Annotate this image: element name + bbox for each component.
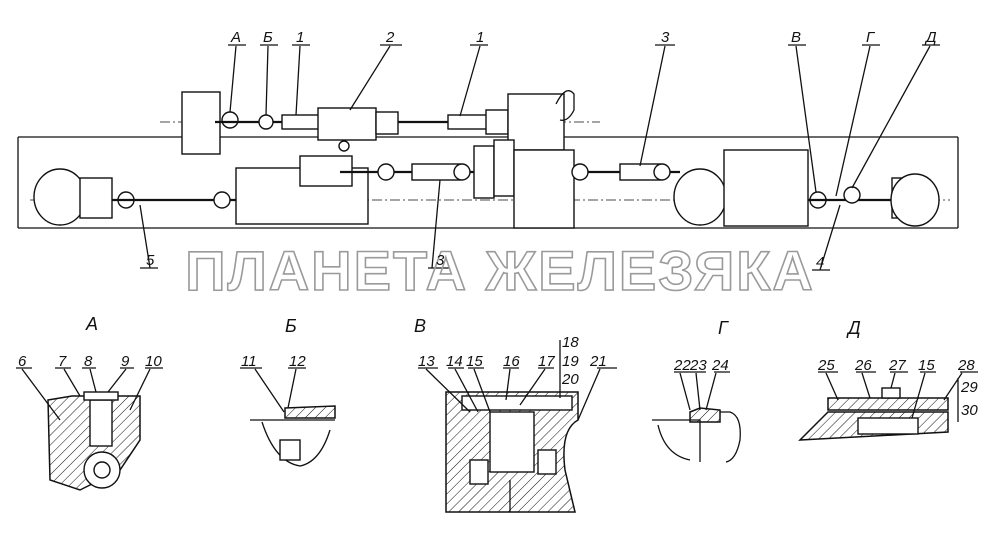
- callout-20: 20: [561, 371, 579, 388]
- callout-22: 22: [673, 357, 691, 374]
- callout-21: 21: [589, 353, 607, 370]
- main-view-labels: А Б 1 2 1 3 В Г Д 5 3 4: [146, 29, 937, 271]
- callout-11: 11: [241, 353, 257, 370]
- callout-27: 27: [888, 357, 906, 374]
- label-part-3: 3: [661, 29, 670, 46]
- callout-23: 23: [689, 357, 707, 374]
- callout-18: 18: [562, 334, 579, 351]
- label-view-g: Г: [866, 29, 876, 46]
- label-view-d: Д: [924, 29, 937, 46]
- label-part-2: 2: [385, 29, 395, 46]
- callout-12: 12: [289, 353, 306, 370]
- lower-driveline: [33, 139, 940, 229]
- detail-a: А 6 7 8 9 10: [16, 314, 163, 491]
- callout-28: 28: [957, 357, 975, 374]
- label-view-a: А: [230, 29, 241, 46]
- label-view-b: Б: [263, 29, 273, 46]
- detail-a-title: А: [85, 314, 98, 334]
- callout-13: 13: [418, 353, 435, 370]
- detail-b-title: Б: [285, 316, 297, 336]
- detail-b: Б 11 12: [240, 316, 336, 467]
- callout-10: 10: [145, 353, 162, 370]
- upper-driveline: [181, 90, 575, 155]
- detail-d: Д 25 26 27 15 28 29 30: [798, 318, 978, 441]
- callout-16: 16: [503, 353, 520, 370]
- detail-g-title: Г: [718, 318, 729, 338]
- callout-7: 7: [58, 353, 67, 370]
- callout-19: 19: [562, 353, 579, 370]
- callout-8: 8: [84, 353, 93, 370]
- callout-17: 17: [538, 353, 555, 370]
- callout-6: 6: [18, 353, 27, 370]
- callout-14: 14: [446, 353, 463, 370]
- callout-30: 30: [961, 402, 978, 419]
- callout-9: 9: [121, 353, 130, 370]
- detail-v-title: В: [414, 316, 426, 336]
- label-part-4: 4: [816, 254, 824, 271]
- label-part-1b: 1: [476, 29, 484, 46]
- callout-26: 26: [854, 357, 872, 374]
- label-view-v: В: [791, 29, 801, 46]
- callout-25: 25: [817, 357, 835, 374]
- callout-24: 24: [711, 357, 729, 374]
- detail-v: В 13 14 15 16 17 18 19 20 21: [414, 316, 617, 513]
- watermark: ПЛАНЕТА ЖЕЛЕЗЯКА: [185, 239, 815, 302]
- detail-d-title: Д: [846, 318, 861, 338]
- label-part-1: 1: [296, 29, 304, 46]
- label-part-3b: 3: [436, 252, 445, 269]
- leader-lines: [139, 44, 940, 271]
- callout-15b: 15: [918, 357, 935, 374]
- callout-15: 15: [466, 353, 483, 370]
- detail-g: Г 22 23 24: [652, 318, 741, 463]
- callout-29: 29: [960, 379, 978, 396]
- label-part-5: 5: [146, 252, 155, 269]
